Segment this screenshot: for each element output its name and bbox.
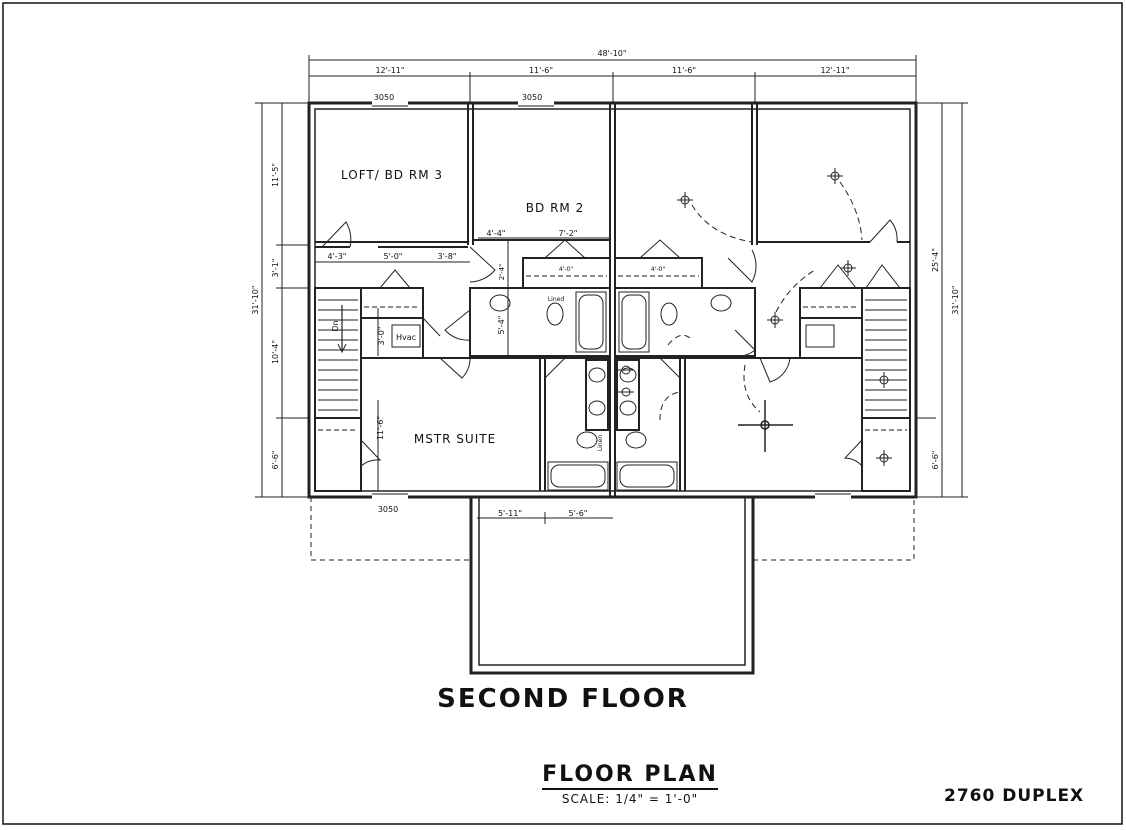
dim-hall-2: 5'-0" xyxy=(384,252,403,261)
dim-top-3: 11'-6" xyxy=(672,66,696,75)
dim-right-overall: 31'-10" xyxy=(951,285,960,314)
dim-left-2: 3'-1" xyxy=(271,259,280,278)
dim-top-1: 12'-11" xyxy=(375,66,404,75)
sheet-title: SECOND FLOOR xyxy=(437,684,689,714)
dim-right-2: 6'-6" xyxy=(931,451,940,470)
window-label-2: 3050 xyxy=(522,93,542,102)
light-fixtures xyxy=(618,168,892,466)
scale-label: SCALE: 1/4" = 1'-0" xyxy=(561,792,699,806)
room-label-loft: LOFT/ BD RM 3 xyxy=(341,168,443,182)
plan-title-text: FLOOR PLAN xyxy=(542,762,718,790)
dim-closet-w-right: 4'-0" xyxy=(651,266,665,273)
dim-overall-top: 48'-10" xyxy=(597,49,626,58)
interior-walls xyxy=(314,103,911,497)
ceiling-fan-icon xyxy=(738,400,793,452)
linen-label-left: Lined xyxy=(548,296,565,303)
dim-left-overall: 31'-10" xyxy=(251,285,260,314)
dim-left-1: 11'-5" xyxy=(271,163,280,187)
dim-left-4: 6'-6" xyxy=(271,451,280,470)
room-label-hvac: Hvac xyxy=(396,333,416,342)
window-marks xyxy=(372,101,851,499)
dim-bottom-1: 5'-11" xyxy=(498,509,522,518)
dim-bath-3: 5'-4" xyxy=(497,316,506,335)
stair-treads-left xyxy=(318,299,358,411)
dimension-lines xyxy=(255,55,968,524)
dim-hall-1: 4'-3" xyxy=(328,252,347,261)
exterior-walls xyxy=(307,101,918,499)
dim-master-1: 11'-6" xyxy=(376,416,385,440)
dim-closet-w-left: 4'-0" xyxy=(559,266,573,273)
rear-porch xyxy=(310,495,915,675)
dim-hall-3: 3'-8" xyxy=(438,252,457,261)
dim-bath-4: 2'-4" xyxy=(498,264,506,281)
door-swings xyxy=(321,219,901,467)
room-label-bedroom-2: BD RM 2 xyxy=(526,201,584,215)
dim-top-4: 12'-11" xyxy=(820,66,849,75)
window-label-3: 3050 xyxy=(378,505,398,514)
dim-top-2: 11'-6" xyxy=(529,66,553,75)
stair-label-down: Dn xyxy=(331,320,340,331)
project-name: 2760 DUPLEX xyxy=(944,786,1085,806)
dim-bath-2: 7'-2" xyxy=(559,229,578,238)
closet-shelves xyxy=(318,275,907,431)
bath-fixtures xyxy=(391,291,835,491)
dim-bottom-2: 5'-6" xyxy=(569,509,588,518)
dim-left-3: 10'-4" xyxy=(271,340,280,364)
dim-bath-1: 4'-4" xyxy=(487,229,506,238)
room-label-master-suite: MSTR SUITE xyxy=(414,432,496,446)
dim-closet-3: 3'-0" xyxy=(377,327,386,346)
window-label-1: 3050 xyxy=(374,93,394,102)
linen-label-center: Linen xyxy=(597,435,604,452)
stair-treads-right xyxy=(865,299,907,411)
dim-right-1: 25'-4" xyxy=(931,248,940,272)
plan-title: FLOOR PLAN xyxy=(0,762,1126,790)
